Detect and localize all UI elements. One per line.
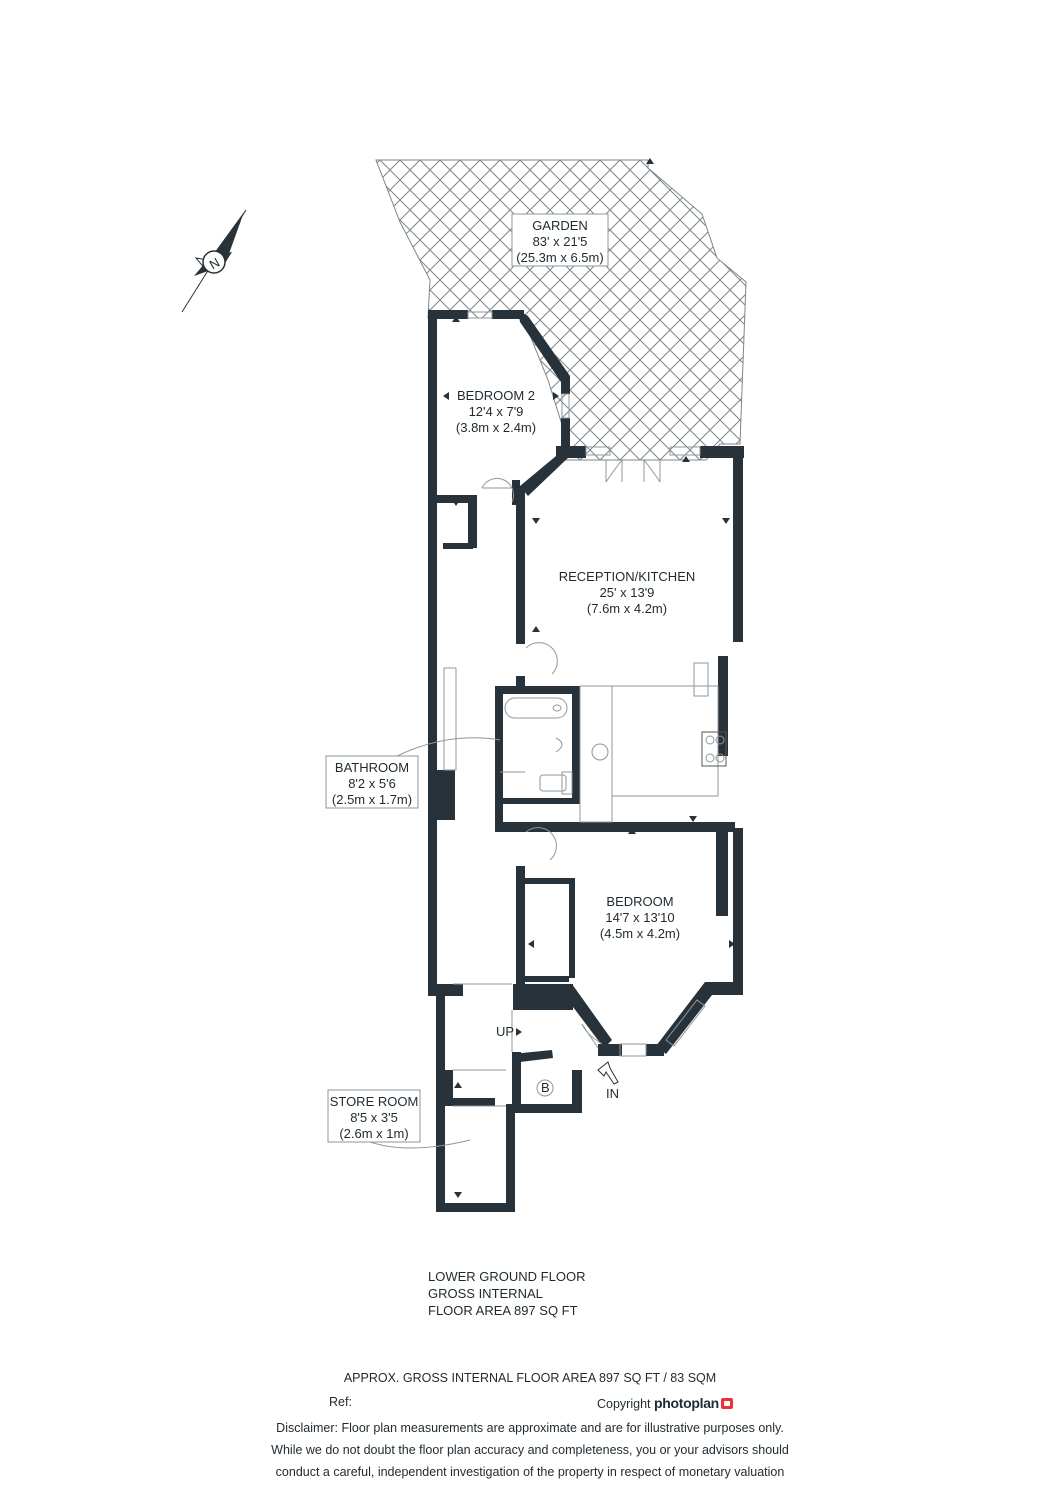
stairs-up-label: UP (496, 1024, 514, 1039)
stairs-arrow-icon (516, 1028, 522, 1036)
room-label-reception-kitchen: RECEPTION/KITCHEN 25' x 13'9 (7.6m x 4.2… (559, 569, 696, 616)
room-label-bedroom: BEDROOM 14'7 x 13'10 (4.5m x 4.2m) (600, 894, 680, 941)
disclaimer-line-1: Disclaimer: Floor plan measurements are … (276, 1421, 784, 1435)
store-room-size-metric: (2.6m x 1m) (339, 1126, 408, 1141)
total-area: APPROX. GROSS INTERNAL FLOOR AREA 897 SQ… (343, 1371, 717, 1385)
compass-circle (202, 250, 226, 274)
room-label-bedroom-2: BEDROOM 2 12'4 x 7'9 (3.8m x 2.4m) (456, 388, 536, 435)
room-label-garden: GARDEN 83' x 21'5 (25.3m x 6.5m) (511, 213, 609, 267)
copyright-label: Copyright (597, 1397, 651, 1411)
store-room-size-imperial: 8'5 x 3'5 (350, 1110, 398, 1125)
reception-size-imperial: 25' x 13'9 (600, 585, 655, 600)
bedroom-2-size-imperial: 12'4 x 7'9 (469, 404, 524, 419)
compass: N (181, 209, 247, 313)
bathroom-size-metric: (2.5m x 1.7m) (332, 792, 412, 807)
garden-size-imperial: 83' x 21'5 (533, 234, 588, 249)
disclaimer-line-3: conduct a careful, independent investiga… (275, 1465, 785, 1479)
room-label-store-room: STORE ROOM 8'5 x 3'5 (2.6m x 1m) (327, 1089, 421, 1143)
bathroom-name: BATHROOM (335, 760, 409, 775)
reception-size-metric: (7.6m x 4.2m) (587, 601, 667, 616)
floor-info: LOWER GROUND FLOOR GROSS INTERNAL FLOOR … (428, 1268, 585, 1319)
boiler-label: B (541, 1080, 550, 1095)
store-room-name: STORE ROOM (330, 1094, 419, 1109)
bedroom-size-metric: (4.5m x 4.2m) (600, 926, 680, 941)
bedroom-2-name: BEDROOM 2 (457, 388, 535, 403)
room-label-bathroom: BATHROOM 8'2 x 5'6 (2.5m x 1.7m) (325, 755, 419, 809)
copyright: Copyright photoplan (597, 1395, 733, 1411)
entrance-label: IN (606, 1086, 619, 1101)
bedroom-name: BEDROOM (606, 894, 673, 909)
bedroom-size-imperial: 14'7 x 13'10 (605, 910, 674, 925)
floor-name: LOWER GROUND FLOOR (428, 1269, 586, 1284)
garden-name: GARDEN (532, 218, 588, 233)
reception-name: RECEPTION/KITCHEN (559, 569, 696, 584)
disclaimer-line-2: While we do not doubt the floor plan acc… (271, 1443, 789, 1457)
ref-label: Ref: (329, 1395, 352, 1409)
fixtures (369, 311, 727, 1149)
floor-area-label: GROSS INTERNAL (428, 1286, 543, 1301)
ref-row: Ref: Copyright photoplan (0, 1393, 1060, 1414)
walls (428, 310, 744, 1212)
bathroom-size-imperial: 8'2 x 5'6 (348, 776, 396, 791)
footer: APPROX. GROSS INTERNAL FLOOR AREA 897 SQ… (0, 1368, 1060, 1389)
photoplan-logo-icon (720, 1398, 733, 1409)
floor-area-value: FLOOR AREA 897 SQ FT (428, 1303, 578, 1318)
garden-area (375, 159, 747, 461)
garden-size-metric: (25.3m x 6.5m) (516, 250, 603, 265)
brand-name: photoplan (653, 1395, 719, 1411)
entrance-arrow-icon (597, 1061, 619, 1085)
bedroom-2-size-metric: (3.8m x 2.4m) (456, 420, 536, 435)
dimension-arrows (443, 158, 735, 1198)
floor-plan: N (181, 158, 747, 1212)
disclaimer: Disclaimer: Floor plan measurements are … (0, 1417, 1060, 1483)
